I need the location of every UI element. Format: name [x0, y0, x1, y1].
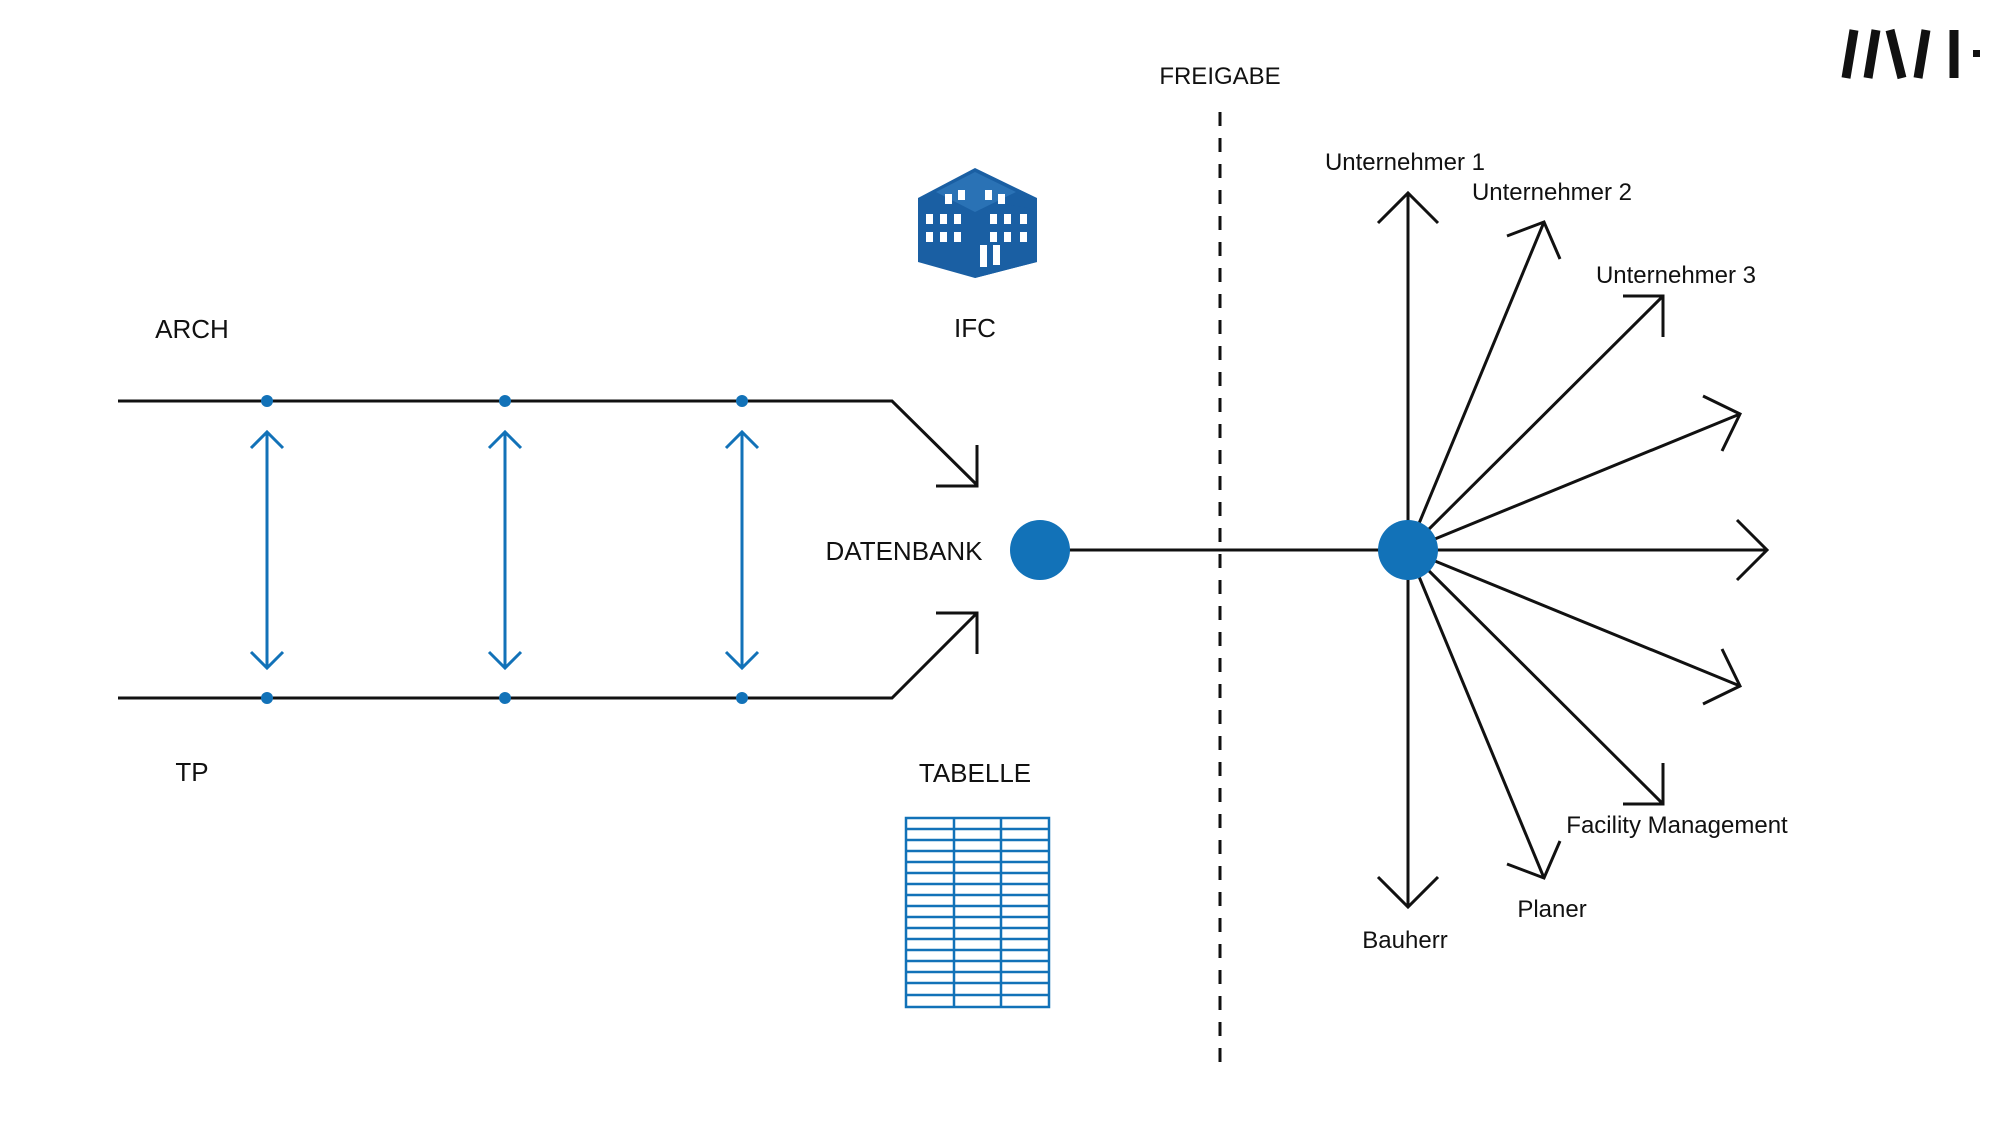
tabelle-label: TABELLE [919, 758, 1031, 788]
arch-points [261, 395, 748, 407]
unternehmer-1-label: Unternehmer 1 [1325, 149, 1485, 176]
datenbank-node [1010, 520, 1070, 580]
arrow-unternehmer-2 [1406, 220, 1562, 551]
ifc-label: IFC [954, 313, 996, 343]
arrow-unternehmer-3 [1406, 294, 1665, 552]
facility-management-label: Facility Management [1566, 812, 1788, 839]
tp-label: TP [175, 757, 208, 787]
arrow-planer [1406, 549, 1562, 880]
unternehmer-2-label: Unternehmer 2 [1472, 179, 1632, 206]
arrow-east-lower [1407, 548, 1743, 706]
tp-line [118, 611, 979, 700]
tp-points [261, 692, 748, 704]
datenbank-label: DATENBANK [826, 536, 984, 566]
distribution-arrows [1376, 190, 1770, 910]
unternehmer-3-label: Unternehmer 3 [1596, 262, 1756, 289]
sync-arrow [724, 429, 760, 671]
arch-line [118, 399, 979, 488]
arrow-unternehmer-1 [1376, 190, 1440, 550]
arch-point [499, 395, 511, 407]
logo [1841, 28, 1959, 80]
logo-dot [1973, 50, 1980, 57]
sync-arrow [249, 429, 285, 671]
arrow-bauherr [1376, 550, 1440, 910]
freigabe-label: FREIGABE [1159, 63, 1280, 90]
building-icon [918, 168, 1037, 278]
arrow-east [1408, 518, 1770, 582]
arrow-east-upper [1407, 394, 1743, 552]
tp-point [261, 692, 273, 704]
freigabe-hub-node [1378, 520, 1438, 580]
tp-point [499, 692, 511, 704]
table-icon [904, 816, 1051, 1009]
arch-point [261, 395, 273, 407]
planer-label: Planer [1517, 896, 1586, 923]
arch-label: ARCH [155, 314, 229, 344]
bauherr-label: Bauherr [1362, 927, 1447, 954]
sync-arrow [487, 429, 523, 671]
sync-arrows [249, 429, 760, 671]
arch-point [736, 395, 748, 407]
arrow-facility-management [1406, 548, 1665, 806]
tp-point [736, 692, 748, 704]
